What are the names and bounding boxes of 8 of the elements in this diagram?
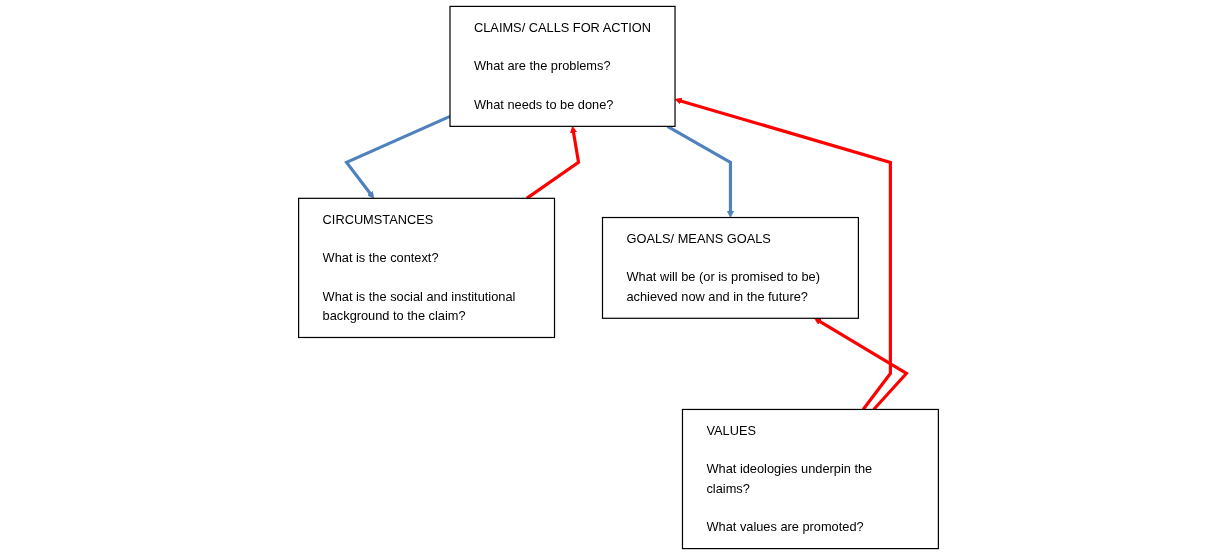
arrow — [344, 114, 451, 199]
node-box: GOALS/ MEANS GOALS What will be (or is promised to be) achieved now and in the future? — [601, 216, 859, 319]
node-box: CIRCUMSTANCES What is the context? What is the social and institutional background to the claim? — [298, 197, 556, 339]
arrow — [814, 317, 909, 411]
node-box: VALUES What ideologies underpin the claims? What values are promoted? — [681, 408, 939, 550]
node-box: CLAIMS/ CALLS FOR ACTION What are the problems? What needs to be done? — [449, 5, 676, 127]
arrow — [666, 124, 734, 218]
arrow — [525, 126, 581, 200]
